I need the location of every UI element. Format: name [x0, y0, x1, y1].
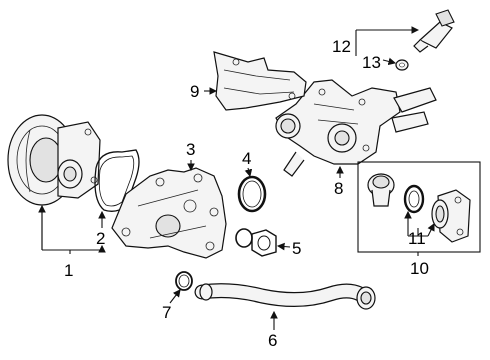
callout-11: 11 — [408, 229, 426, 248]
temperature-sensor-part — [413, 9, 455, 53]
callout-5: 5 — [292, 239, 301, 258]
kit-group-box — [357, 161, 481, 253]
callout-12: 12 — [332, 37, 351, 56]
thermostat-cover-part — [431, 189, 471, 243]
housing-gasket-part — [235, 228, 277, 257]
water-pump-part — [7, 114, 101, 206]
callout-7: 7 — [162, 303, 171, 322]
thermostat-seal-part — [403, 184, 425, 214]
thermostat-housing-part — [275, 79, 437, 177]
callout-8: 8 — [334, 179, 343, 198]
callout-6: 6 — [268, 331, 277, 350]
o-ring-part — [237, 175, 267, 213]
leader-lines — [38, 26, 435, 330]
thermostat-part — [367, 173, 395, 207]
pump-gasket-part — [94, 149, 140, 212]
sensor-washer-part — [395, 59, 409, 71]
callout-13: 13 — [362, 53, 381, 72]
pump-housing-part — [111, 167, 227, 259]
callout-9: 9 — [190, 82, 199, 101]
callout-3: 3 — [186, 140, 195, 159]
seal-ring-part — [175, 271, 193, 291]
callout-4: 4 — [242, 149, 251, 168]
callout-2: 2 — [96, 229, 105, 248]
callout-1: 1 — [64, 261, 73, 280]
coolant-hose-part — [194, 283, 376, 310]
heat-shield-part — [213, 51, 307, 111]
callout-10: 10 — [410, 259, 429, 278]
